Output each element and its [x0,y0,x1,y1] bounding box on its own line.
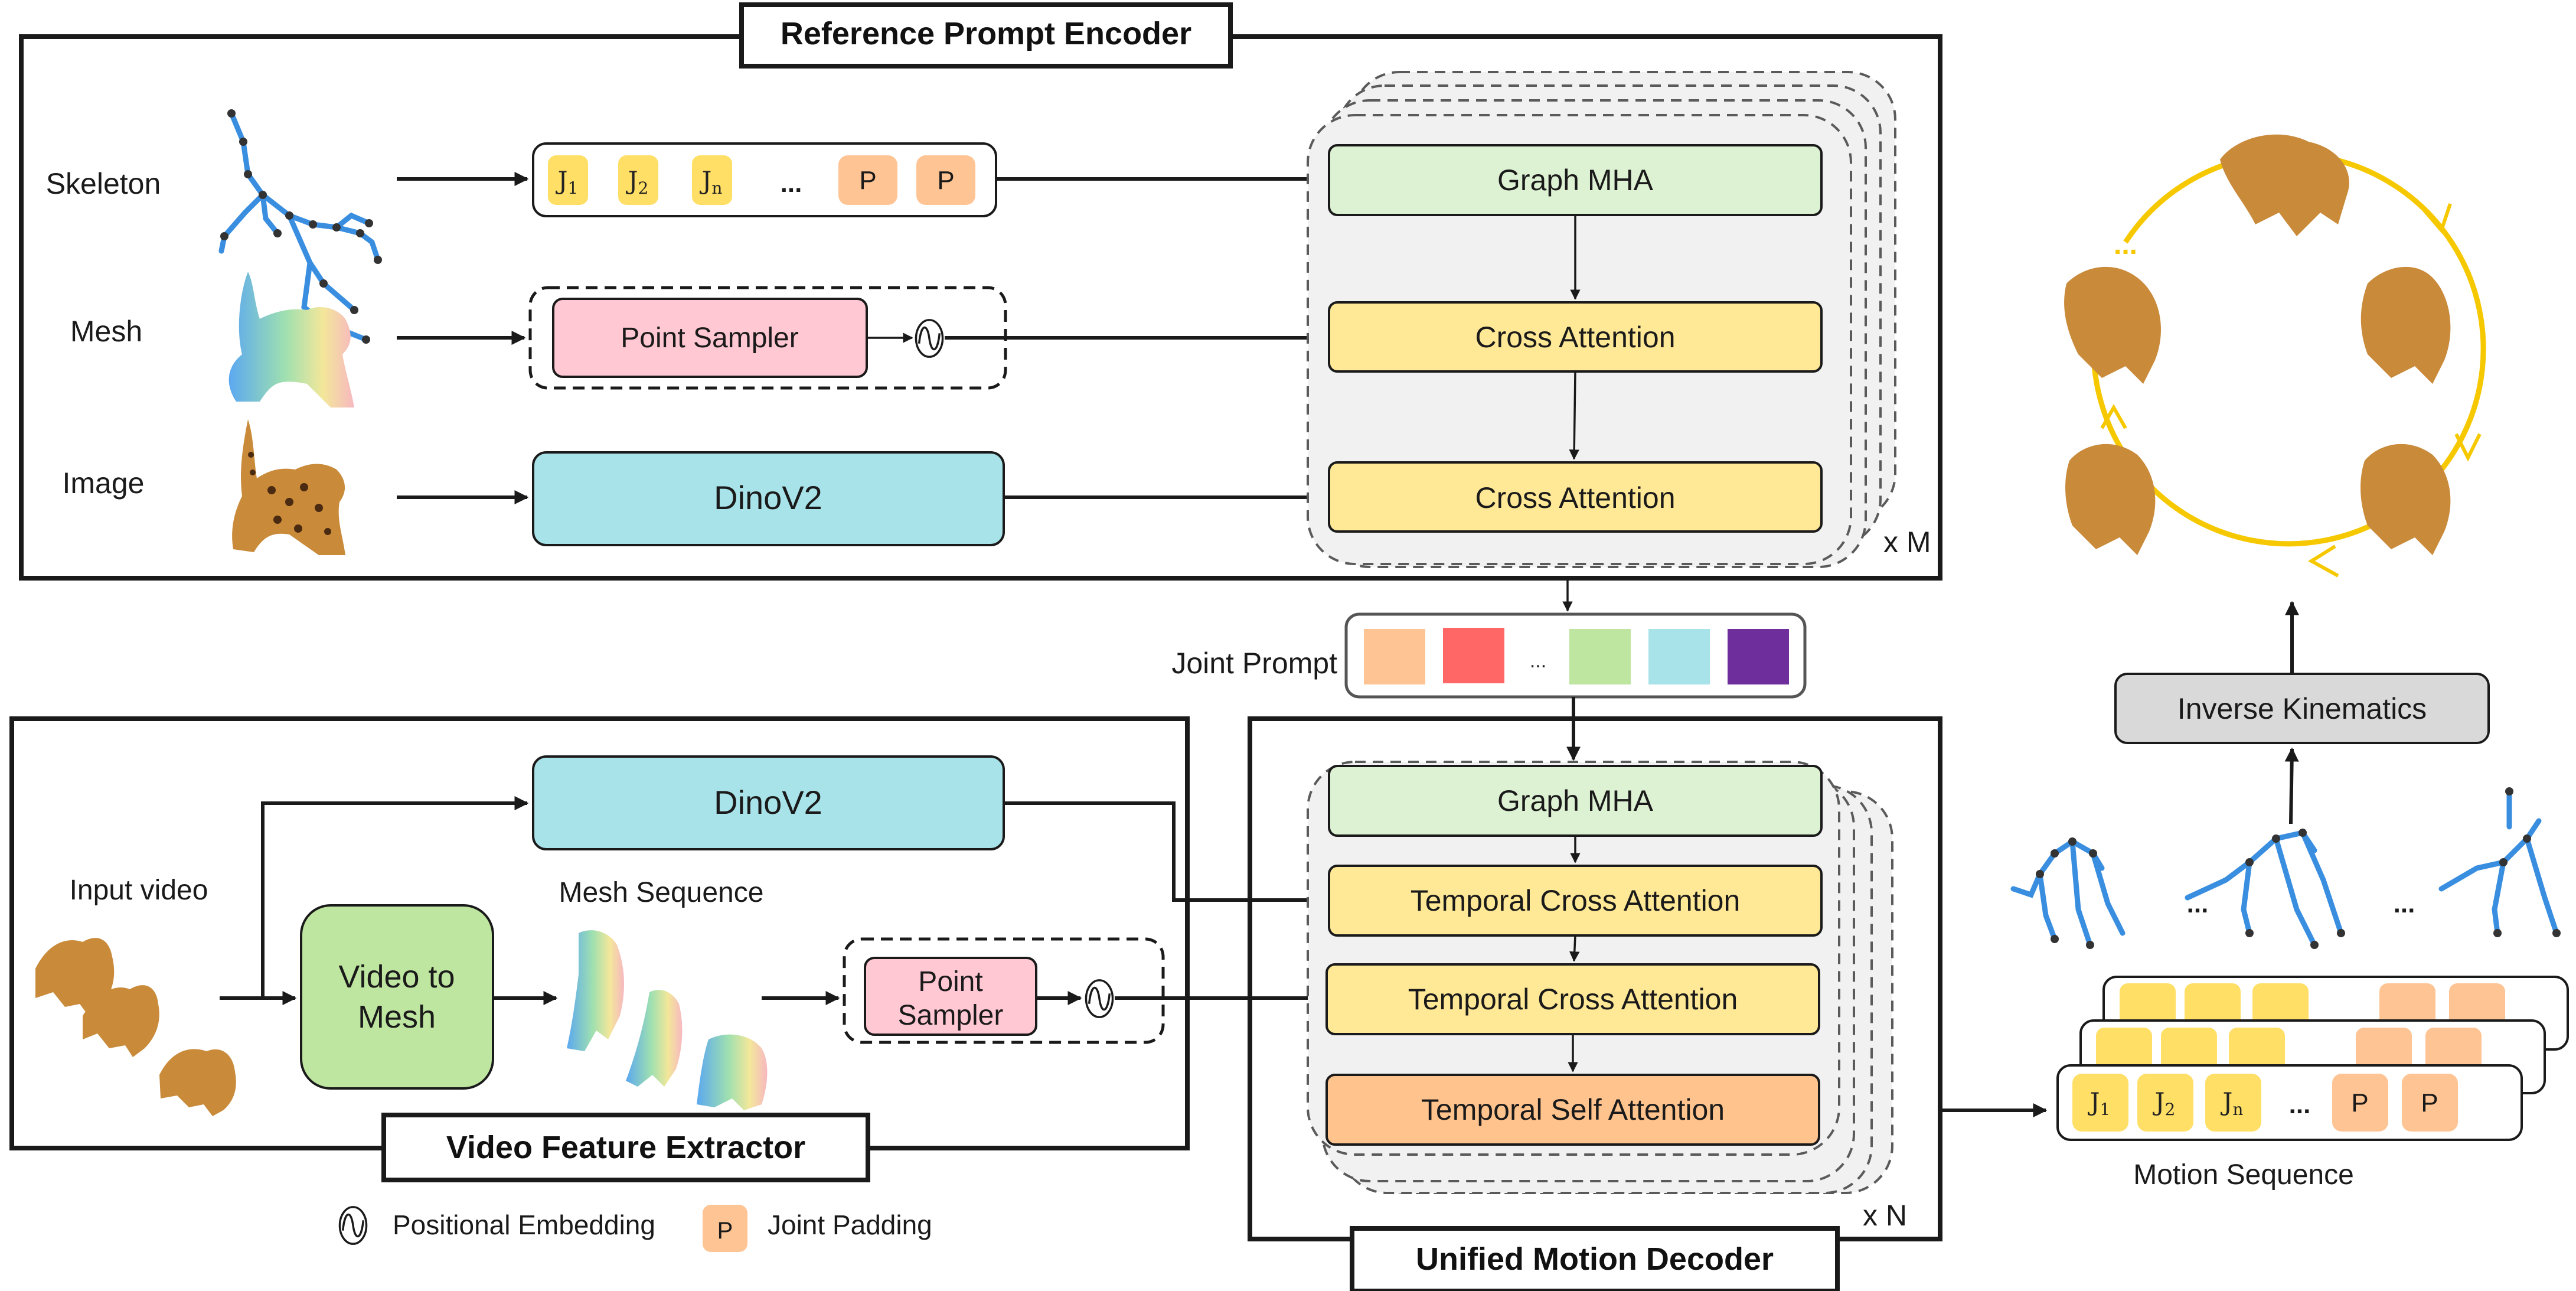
joint-prompt-token [1648,629,1710,684]
leopard-animation-frames-icon [2064,134,2451,555]
legend-joint-padding-label: Joint Padding [768,1210,932,1240]
video-feature-extractor: Input video DinoV2 Video to Mesh Mesh Se… [9,716,1190,1182]
legend-positional-embedding-label: Positional Embedding [393,1210,655,1240]
cycle-arrow-icon [2100,403,2127,429]
input-label-mesh: Mesh [70,315,142,348]
cycle-arrow-icon [2422,203,2452,234]
video-dinov2-label: DinoV2 [714,784,822,821]
cycle-arrow-icon [2308,545,2339,578]
video-to-mesh-label-line2: Mesh [358,999,436,1035]
animation-cycle: ... [2064,134,2486,578]
unified-motion-decoder-title: Unified Motion Decoder [1416,1241,1774,1277]
svg-text:Jn: Jn [700,166,723,198]
padding-token: P [916,155,975,205]
joint-prompt-token [1569,629,1631,684]
svg-text:P: P [2421,1088,2438,1117]
svg-text:P: P [859,166,876,195]
joint-prompt: Joint Prompt ... [1171,578,1807,761]
token-ellipsis: ... [781,169,802,198]
video-point-sampler-label-line2: Sampler [898,1000,1004,1031]
video-point-sampler-label-line1: Point [918,966,982,997]
joint-prompt-token [1443,628,1504,683]
arrow-video-dinov2-to-temporal-cross-attention [1004,801,1326,907]
arrow-cross-attention-to-cross-attention [1569,371,1579,460]
decoder-temporal-cross-attention-label-1: Temporal Cross Attention [1411,884,1741,917]
video-feature-extractor-title-box [381,1113,870,1182]
reference-prompt-encoder-title-box [739,2,1233,69]
skeleton-ellipsis: ... [2394,889,2415,918]
joint-token: Jn [692,155,732,205]
motion-sequence-label: Motion Sequence [2133,1159,2354,1191]
padding-token: P [2332,1074,2388,1132]
reference-prompt-encoder-title: Reference Prompt Encoder [781,16,1191,51]
output-skeleton-frames-icon [2010,787,2561,949]
encoder-cross-attention-block-2 [1328,461,1823,533]
mesh-sequence-icon [567,930,768,1110]
joint-token: J1 [548,155,588,205]
padding-token: P [2402,1074,2458,1132]
joint-token: Jn [2205,1074,2261,1132]
video-to-mesh-box [300,904,494,1090]
video-to-mesh-label-line1: Video to [338,959,455,995]
reference-prompt-encoder: Reference Prompt Encoder Skeleton Mesh I… [19,2,1942,581]
decoder-temporal-cross-attention-label-2: Temporal Cross Attention [1408,983,1738,1016]
unified-motion-decoder-title-box [1350,1226,1840,1291]
decoder-temporal-self-attention-label: Temporal Self Attention [1421,1093,1725,1126]
input-video-frames-icon [35,938,236,1116]
arrow-skeletons-to-inverse-kinematics [2284,747,2299,824]
dinov2-label: DinoV2 [714,479,822,516]
svg-text:J1: J1 [2088,1087,2111,1119]
decoder-temporal-self-attention-block [1325,1074,1820,1146]
encoder-graph-mha-label: Graph MHA [1497,164,1654,197]
padding-token: P [838,155,897,205]
positional-embedding-icon [915,319,944,358]
encoder-cross-attention-label-2: Cross Attention [1475,481,1675,514]
arrow-temporal-cross-to-temporal-cross [1569,935,1580,962]
joint-prompt-ellipsis: ... [1530,650,1546,672]
video-positional-embedding-icon [1085,979,1114,1018]
point-sampler-label: Point Sampler [621,322,798,354]
svg-text:J2: J2 [626,166,649,198]
decoder-repeat-label: x N [1863,1199,1907,1232]
encoder-cross-attention-label-1: Cross Attention [1475,321,1675,354]
output-motion: J1 J2 Jn ... P P Motion Sequence [2010,134,2569,1191]
video-feature-extractor-title: Video Feature Extractor [446,1130,805,1165]
point-sampler-box [552,298,868,378]
svg-text:J2: J2 [2153,1087,2176,1119]
leopard-image-icon [232,419,345,555]
svg-text:Jn: Jn [2221,1087,2244,1119]
svg-text:J1: J1 [556,166,579,198]
inverse-kinematics-box [2114,673,2490,744]
input-label-skeleton: Skeleton [46,167,161,200]
legend-positional-embedding-icon [338,1206,368,1245]
joint-prompt-label: Joint Prompt [1171,647,1337,680]
inverse-kinematics-label: Inverse Kinematics [2177,692,2427,725]
svg-text:P: P [937,166,954,195]
joint-token: J2 [618,155,658,205]
input-video-label: Input video [70,875,208,906]
decoder-graph-mha-label: Graph MHA [1497,784,1654,817]
encoder-repeat-label: x M [1883,526,1931,559]
cycle-arrow-icon [2454,433,2482,462]
legend-joint-padding-token-label: P [717,1218,733,1244]
legend-joint-padding-token [703,1205,747,1252]
svg-text:P: P [2351,1088,2368,1117]
token-ellipsis: ... [2289,1090,2311,1119]
legend: Positional Embedding P Joint Padding [338,1205,932,1252]
motion-sequence-front-row: J1 J2 Jn ... P P [2056,1064,2523,1141]
joint-prompt-token [1728,629,1789,684]
joint-token: J2 [2137,1074,2193,1132]
joint-token: J1 [2072,1074,2128,1132]
cycle-ellipsis: ... [2114,229,2137,260]
skeleton-ellipsis: ... [2187,889,2209,918]
mesh-icon [228,272,354,407]
joint-prompt-token [1364,629,1425,684]
skeleton-token-sequence: J1 J2 Jn ... P P [532,142,997,217]
video-point-sampler-group [843,937,1165,1044]
input-label-image: Image [63,467,145,500]
mesh-sequence-label: Mesh Sequence [559,877,764,908]
unified-motion-decoder: Graph MHA Temporal Cross Attention Tempo… [1248,716,1942,1291]
